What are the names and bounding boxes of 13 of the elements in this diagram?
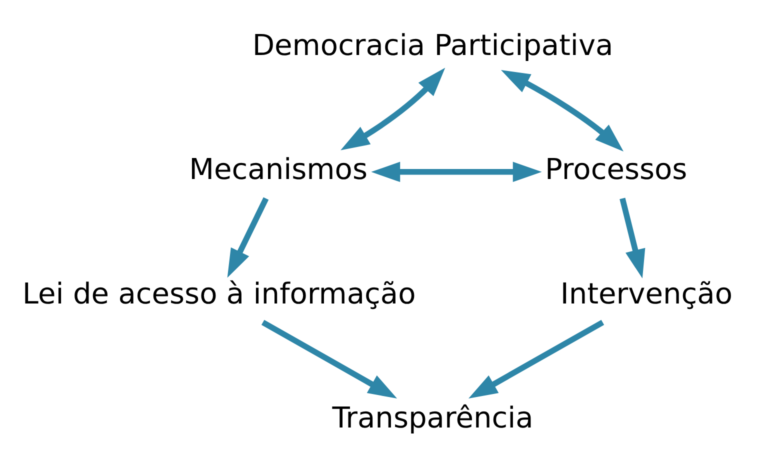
arrow [371,162,542,182]
node-text: Democracia Participativa [252,28,614,62]
arrow [500,70,624,152]
node-text: Processos [545,152,688,186]
arrow [261,320,398,399]
arrow [340,68,446,150]
node-text: Lei de acesso à informação [22,276,416,310]
arrow [620,198,646,278]
node-text: Transparência [332,400,534,434]
node-text: Mecanismos [189,152,368,186]
node-text: Intervenção [560,276,732,310]
arrow [227,197,269,278]
arrow [468,320,604,399]
